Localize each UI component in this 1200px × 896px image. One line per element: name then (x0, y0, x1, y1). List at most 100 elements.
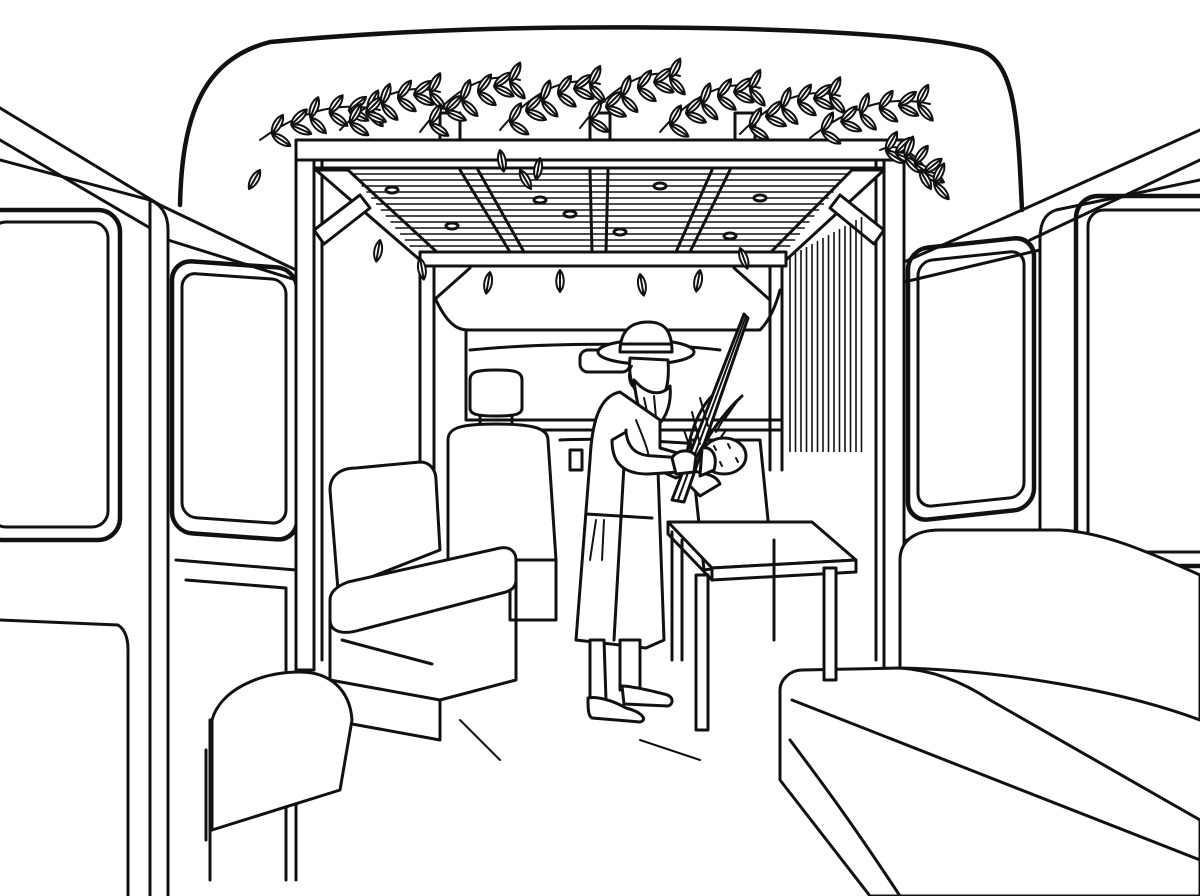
leaf (555, 269, 565, 293)
leaf (700, 82, 712, 105)
leaf (781, 107, 799, 125)
fallen-leaf (752, 193, 768, 203)
driver-headrest (468, 368, 524, 418)
leaf (885, 149, 906, 164)
sukkah-frame (294, 111, 906, 672)
schach-roof (352, 173, 848, 247)
left-rear-window (0, 207, 123, 543)
leaf (247, 169, 262, 191)
leaf (508, 61, 522, 84)
leaf (685, 111, 708, 124)
hat-crown (618, 320, 674, 354)
leaf (445, 109, 468, 122)
leaf (309, 116, 327, 135)
leaf (636, 69, 653, 90)
leaf (917, 103, 934, 122)
right-bench (778, 528, 1200, 896)
leaf (589, 118, 610, 133)
leaf (493, 84, 515, 98)
right-rear-window (1073, 193, 1200, 569)
leaf (270, 113, 285, 135)
leaf (637, 87, 657, 103)
left-shoe (586, 696, 645, 724)
leaf (588, 99, 603, 121)
leaf (525, 109, 548, 122)
left-wall (0, 158, 300, 896)
bamboo-wall (789, 217, 863, 452)
leaf (748, 106, 763, 129)
leaf (460, 78, 472, 102)
leaf (897, 90, 918, 107)
leaf (496, 149, 507, 173)
leaf (840, 120, 863, 133)
leaf (271, 132, 292, 147)
leaf (701, 102, 719, 121)
right-wall (902, 178, 1200, 569)
leaf (620, 74, 632, 98)
van-roof (0, 25, 1200, 272)
leaf (381, 103, 399, 121)
leaf (328, 111, 349, 127)
leaf (428, 103, 443, 125)
leaf (878, 107, 899, 123)
leaf (290, 108, 308, 126)
leaf (668, 57, 682, 80)
leaf (308, 96, 321, 119)
leaf (429, 122, 450, 137)
left-front-seat (204, 670, 354, 842)
leaf (916, 83, 930, 106)
leaf (858, 92, 871, 116)
leaf (821, 130, 842, 145)
leaf (933, 181, 950, 201)
leaf (813, 97, 835, 110)
leaf (669, 77, 686, 96)
leaf (693, 269, 704, 293)
leaf (738, 247, 750, 270)
leaf (589, 84, 606, 103)
leaf (884, 130, 899, 152)
leaf (509, 121, 530, 136)
leaf (749, 126, 770, 141)
leaf (780, 86, 792, 110)
leaf (348, 102, 363, 125)
fallen-leaf (612, 227, 628, 237)
leaf (878, 89, 894, 110)
leaf (932, 162, 946, 184)
leaf (396, 79, 413, 100)
leaf (556, 74, 573, 95)
leaf (518, 169, 533, 191)
fallen-leaf (532, 195, 548, 205)
leaf (748, 68, 762, 91)
leaf (365, 111, 388, 124)
leaf (380, 82, 392, 106)
leaf (349, 122, 370, 137)
leaf (653, 80, 675, 94)
leaf (461, 99, 479, 118)
leaf (373, 239, 384, 263)
leaf (290, 123, 313, 136)
leaf (621, 95, 639, 114)
leaf (717, 95, 737, 111)
leaf (668, 104, 683, 126)
right-side-window (905, 236, 1037, 522)
leaf (913, 144, 929, 165)
fallen-leaf (384, 185, 400, 195)
leaf (541, 99, 559, 118)
leaf (509, 81, 526, 100)
leaf (797, 101, 817, 117)
leaf (733, 90, 755, 104)
leaf (820, 111, 835, 133)
leaf (533, 157, 544, 181)
leaf (508, 102, 523, 124)
leaf (918, 169, 933, 191)
leaf (573, 87, 595, 101)
leaf (669, 123, 690, 138)
leaf (605, 105, 628, 118)
leaf (840, 105, 858, 123)
leaf (477, 91, 497, 107)
fallen-leaf (722, 231, 738, 241)
fallen-leaf (444, 221, 460, 231)
fallen-leaf (562, 209, 578, 219)
leaf (413, 93, 435, 106)
